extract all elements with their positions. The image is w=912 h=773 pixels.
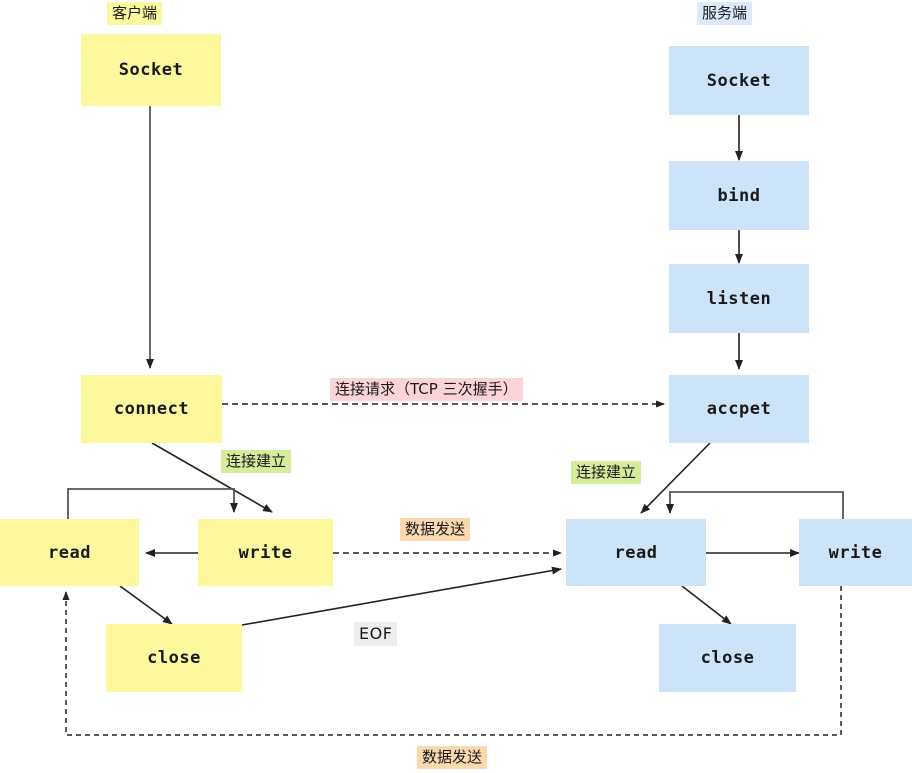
label-data-send-bottom: 数据发送: [417, 746, 488, 769]
label-conn-established-server: 连接建立: [571, 461, 642, 484]
node-client-socket[interactable]: Socket: [81, 34, 221, 106]
node-server-socket[interactable]: Socket: [669, 46, 809, 115]
edge-server-write-to-read-bracket: [666, 491, 844, 519]
node-client-write[interactable]: write: [198, 519, 333, 586]
node-client-close[interactable]: close: [106, 624, 242, 692]
node-server-close[interactable]: close: [659, 624, 796, 692]
node-server-bind[interactable]: bind: [669, 161, 809, 230]
node-server-listen[interactable]: listen: [669, 264, 809, 333]
server-title: 服务端: [697, 2, 753, 25]
label-data-send-top: 数据发送: [400, 518, 471, 541]
node-server-accept[interactable]: accpet: [669, 375, 809, 443]
edge-client-read-to-write-bracket: [67, 488, 238, 519]
edge-server-accept-to-read: [640, 442, 711, 514]
edge-client-read-to-close: [119, 585, 173, 625]
label-eof: EOF: [354, 622, 398, 646]
label-conn-established-client: 连接建立: [221, 450, 292, 473]
node-server-read[interactable]: read: [566, 519, 706, 586]
label-connect-request: 连接请求（TCP 三次握手）: [330, 378, 523, 401]
edge-server-read-to-close: [681, 585, 732, 625]
node-client-read[interactable]: read: [0, 519, 139, 586]
node-server-write[interactable]: write: [799, 519, 912, 586]
client-title: 客户端: [107, 2, 163, 25]
node-client-connect[interactable]: connect: [81, 375, 222, 443]
